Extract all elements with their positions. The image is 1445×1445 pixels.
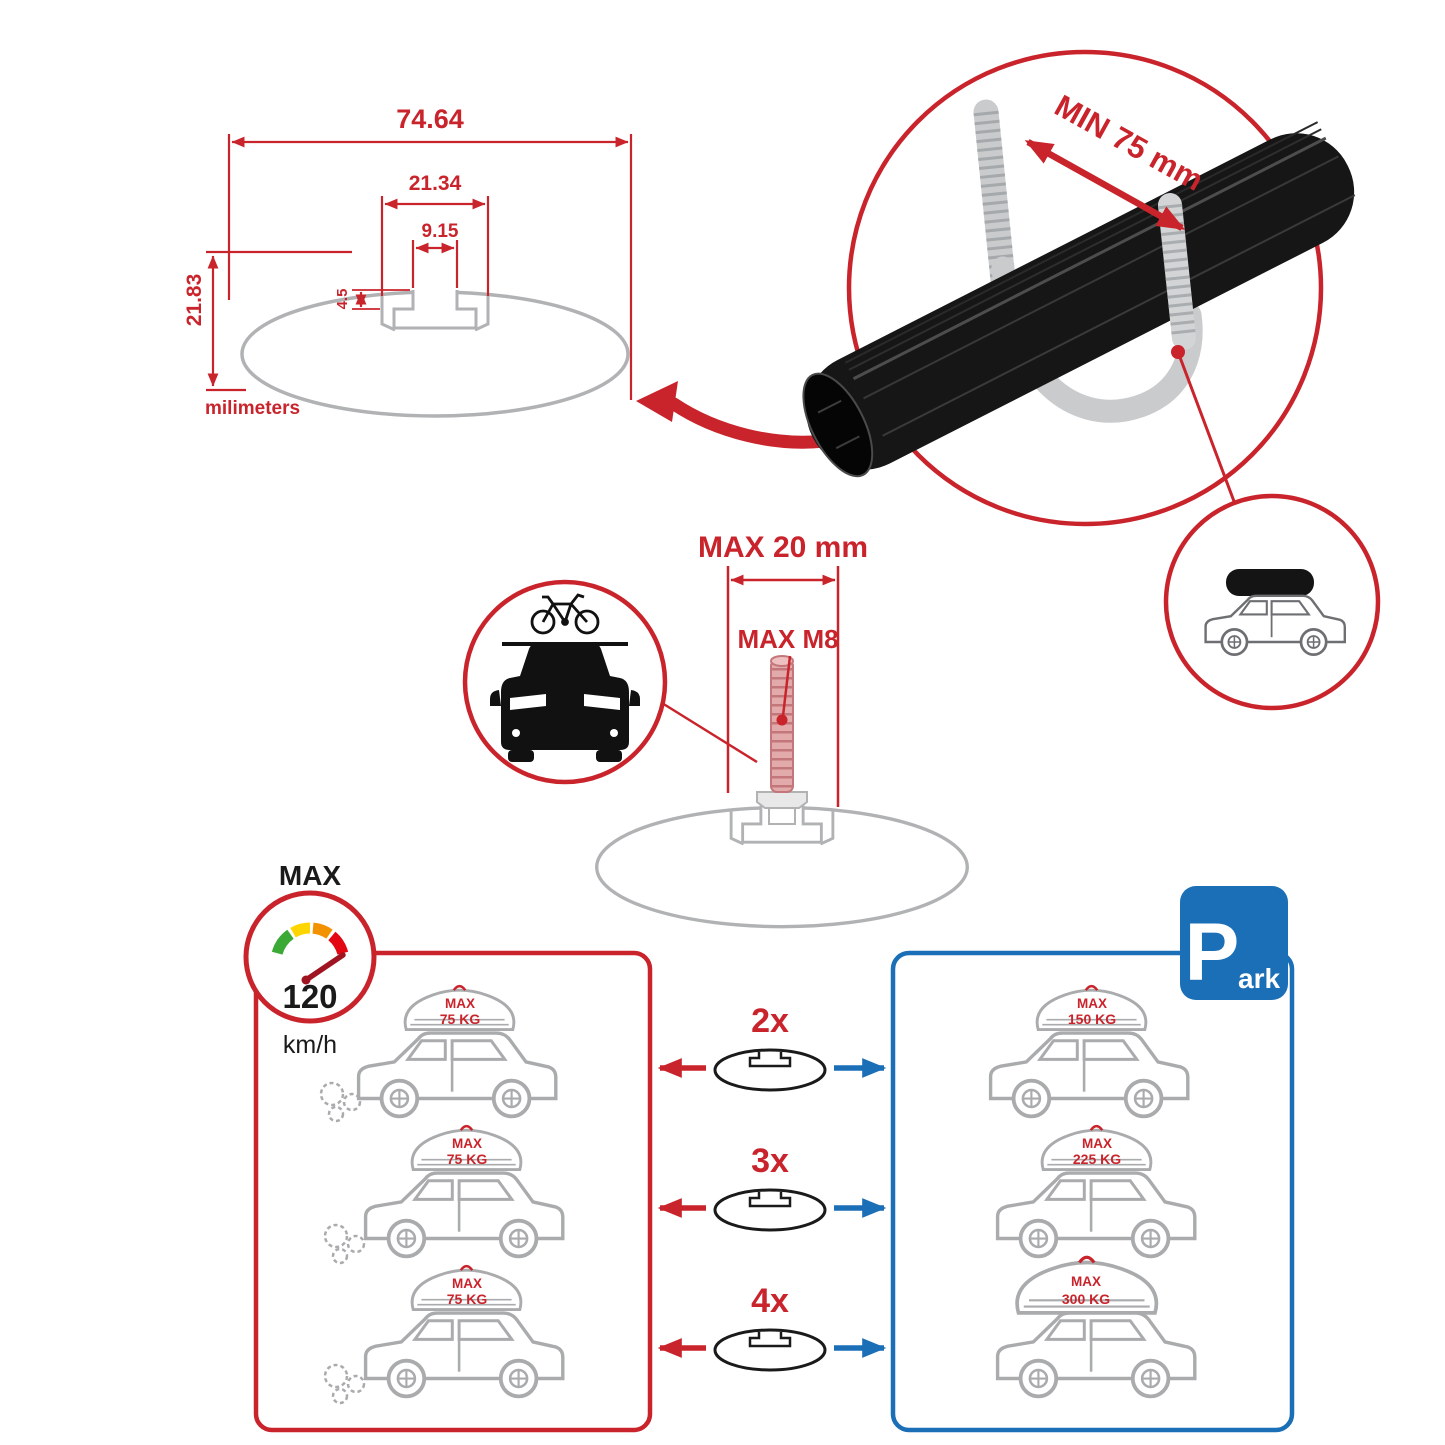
right-headlight <box>584 694 620 710</box>
dim-total-width-value: 74.64 <box>396 104 464 134</box>
car-line-art <box>988 1031 1190 1119</box>
box-label: MAX <box>452 1276 482 1291</box>
speed-limit-badge: MAX 120 km/h <box>243 860 377 1059</box>
max-length-label: MAX 20 mm <box>698 531 868 564</box>
car-front-body <box>501 642 629 750</box>
bike-roof-circle <box>462 579 758 785</box>
car-line-art <box>356 1031 558 1119</box>
slot-nut-stem <box>768 807 796 825</box>
box-label: MAX <box>1077 996 1107 1011</box>
box-label: 225 KG <box>1073 1151 1121 1167</box>
black-crossbar <box>802 121 1356 478</box>
left-foglight <box>512 729 520 737</box>
box-label: MAX <box>445 996 475 1011</box>
park-rest: ark <box>1238 963 1280 994</box>
moving-panel <box>253 950 653 1433</box>
left-mirror <box>490 690 501 706</box>
parked-panel <box>890 950 1295 1433</box>
motion-puffs <box>323 1363 366 1405</box>
parked-cars: MAX 150 KG MAX 225 KG MAX 300 KG <box>988 984 1197 1399</box>
box-label: 75 KG <box>447 1291 488 1307</box>
dim-channel-width-value: 21.34 <box>409 172 462 195</box>
right-wheel <box>596 750 622 762</box>
crossbar-section-icon <box>713 1048 827 1092</box>
multiplier-label: 4x <box>751 1282 789 1320</box>
speed-units: km/h <box>283 1031 337 1059</box>
dim-slot-width-value: 9.15 <box>422 221 459 242</box>
black-cargo-box <box>1226 569 1314 596</box>
park-sign: P ark <box>1180 886 1288 1000</box>
suv-roofbox-circle <box>1163 493 1381 711</box>
max-thread-label: MAX M8 <box>737 624 838 654</box>
bolt-diagram: MAX 20 mm MAX M8 <box>595 531 969 929</box>
multiplier-rows: 2x 3x 4x <box>657 1002 887 1372</box>
car-line-art <box>995 1311 1197 1399</box>
box-label: 75 KG <box>447 1151 488 1167</box>
left-wheel <box>508 750 534 762</box>
motion-puffs <box>323 1223 366 1265</box>
speed-title: MAX <box>279 860 342 891</box>
units-label: milimeters <box>205 398 300 419</box>
bolt-dimension-lines <box>726 566 840 807</box>
car-line-art <box>363 1311 565 1399</box>
dim-total-height-value: 21.83 <box>183 274 206 327</box>
speed-value: 120 <box>282 978 337 1015</box>
callout-dot <box>776 714 788 726</box>
box-label: 300 KG <box>1062 1291 1110 1307</box>
dim-slot-depth-value: 4.5 <box>334 289 351 310</box>
crossbar-end-cap <box>802 372 874 478</box>
dimension-lines <box>206 134 633 400</box>
clamp-detail-circle: MIN 75 mm <box>802 49 1356 527</box>
box-label: MAX <box>1071 1274 1101 1289</box>
right-mirror <box>629 690 640 706</box>
motion-puffs <box>319 1081 362 1123</box>
right-foglight <box>610 729 618 737</box>
box-label: 75 KG <box>440 1011 481 1027</box>
callout-line <box>661 701 758 764</box>
min-span-arrow <box>1024 139 1186 231</box>
crossbar-section-icon <box>713 1188 827 1232</box>
car-line-art <box>363 1171 565 1259</box>
arrowhead <box>636 381 678 422</box>
needle-pivot <box>301 975 311 985</box>
box-label: 150 KG <box>1068 1011 1116 1027</box>
callout-line <box>1176 351 1237 505</box>
car-front-with-bike <box>490 593 640 762</box>
park-sign-board <box>1180 886 1288 1000</box>
box-label: MAX <box>452 1136 482 1151</box>
car-line-art <box>995 1171 1197 1259</box>
bike-icon <box>530 593 600 635</box>
multiplier-label: 3x <box>751 1142 789 1180</box>
multiplier-label: 2x <box>751 1002 789 1040</box>
left-headlight <box>510 694 546 710</box>
moving-cars: MAX 75 KG MAX 75 KG MAX 75 KG <box>319 984 565 1405</box>
bolt <box>770 655 794 793</box>
box-label: MAX <box>1082 1136 1112 1151</box>
crossbar-section-icon <box>713 1328 827 1372</box>
speedometer-circle <box>243 890 377 1024</box>
park-letter: P <box>1185 907 1240 998</box>
gauge-needle <box>303 952 346 983</box>
slot-nut <box>756 791 808 809</box>
